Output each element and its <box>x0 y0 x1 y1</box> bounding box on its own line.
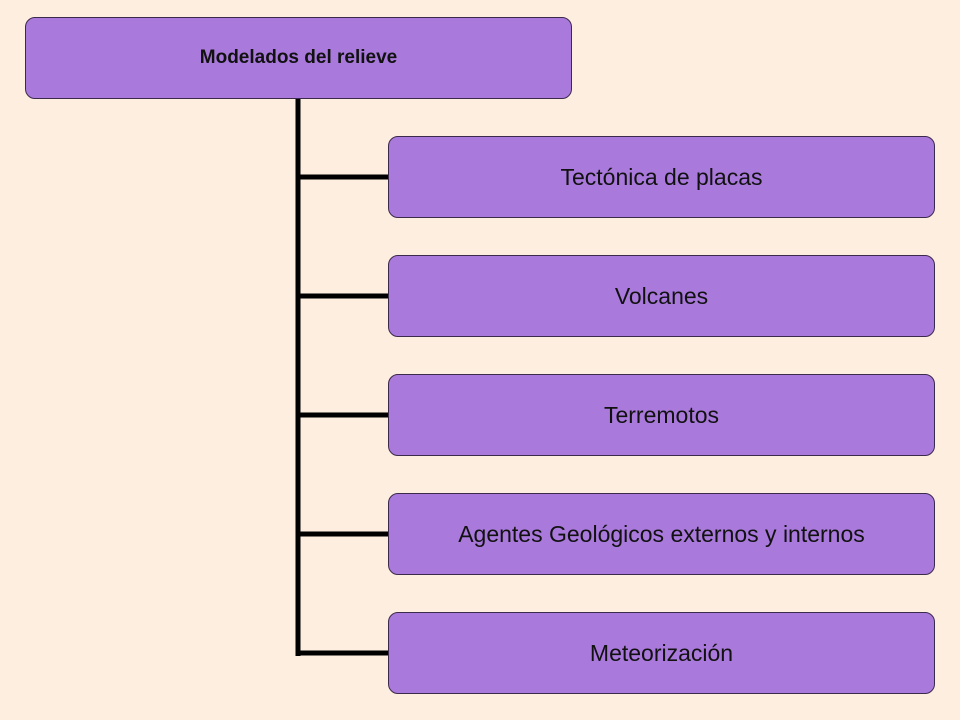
child-node-agentes: Agentes Geológicos externos y internos <box>388 493 935 575</box>
child-node-label: Tectónica de placas <box>560 163 763 190</box>
root-node-label: Modelados del relieve <box>199 47 398 68</box>
child-node-label: Agentes Geológicos externos y internos <box>458 520 865 547</box>
child-node-volcanes: Volcanes <box>388 255 935 337</box>
child-node-meteorizacion: Meteorización <box>388 612 935 694</box>
child-node-tectonica: Tectónica de placas <box>388 136 935 218</box>
root-node: Modelados del relieve <box>25 17 572 99</box>
child-node-label: Terremotos <box>603 401 720 428</box>
child-node-terremotos: Terremotos <box>388 374 935 456</box>
child-node-label: Volcanes <box>614 282 709 309</box>
child-node-label: Meteorización <box>589 639 734 666</box>
